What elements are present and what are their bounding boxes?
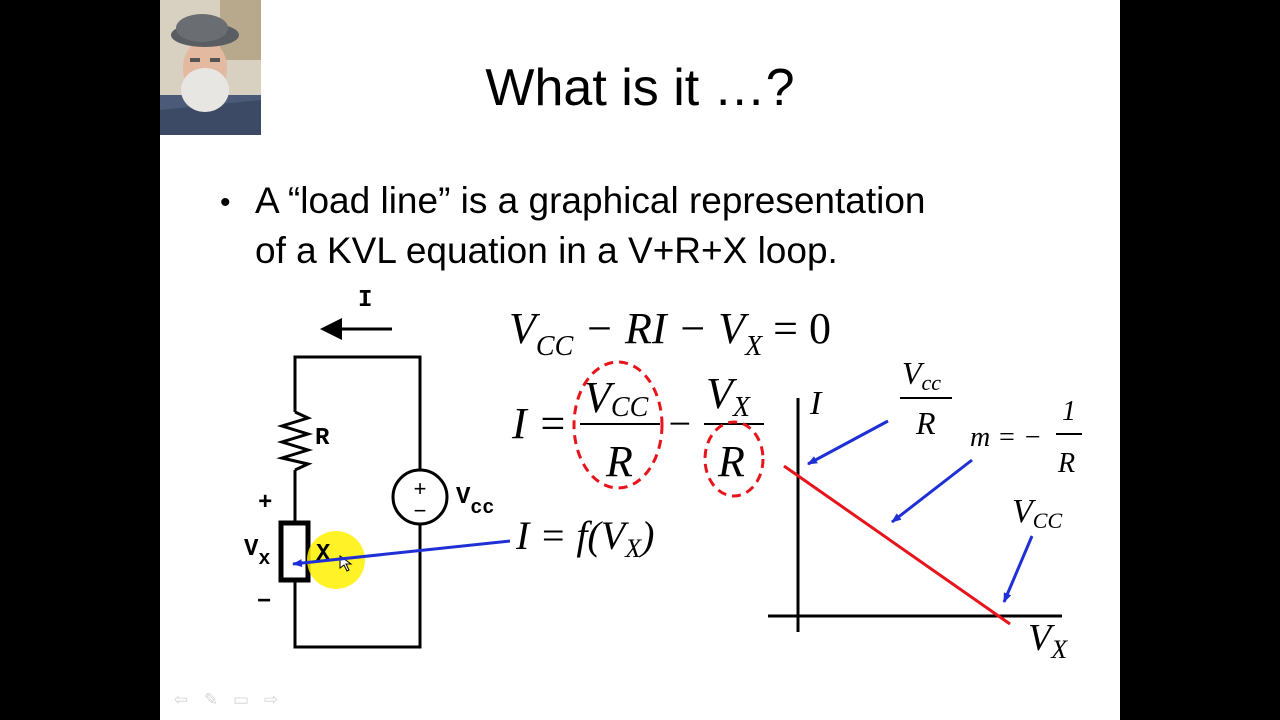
- kvl-v2: V: [718, 304, 750, 353]
- slide-title: What is it …?: [485, 59, 795, 117]
- arrow-to-y-intercept: [807, 419, 889, 466]
- arrow-to-x-intercept: [1002, 535, 1034, 603]
- source-minus-sign: −: [414, 498, 427, 523]
- load-line-graph: I VX Vcc R m = − 1 R VCC: [768, 355, 1082, 664]
- circuit: I R + − Vcc + − Vx X: [244, 287, 494, 649]
- slope-lhs: m = −: [970, 422, 1042, 453]
- func-close: ): [639, 513, 654, 558]
- bullet-text-line2: of a KVL equation in a V+R+X loop.: [255, 230, 838, 271]
- kvl-v2-sub: X: [744, 331, 763, 362]
- slope-num: 1: [1062, 396, 1076, 427]
- source-plus-sign: +: [414, 476, 427, 501]
- slope-den: R: [1057, 448, 1075, 479]
- circuit-wire: [293, 355, 422, 478]
- pointer-arrow-to-x: [292, 539, 511, 568]
- current-eq-den2: R: [717, 437, 745, 486]
- kvl-mid: − RI −: [573, 304, 718, 353]
- svg-text:VCC: VCC: [1012, 493, 1062, 533]
- current-arrow: [320, 318, 392, 340]
- current-eq-num1: V: [584, 373, 616, 422]
- kvl-rhs: = 0: [762, 304, 831, 353]
- function-equation: I = f(VX): [515, 513, 654, 563]
- x-intercept-label-sub: CC: [1033, 508, 1063, 533]
- prev-slide-icon[interactable]: ⇦: [173, 690, 189, 709]
- pen-icon[interactable]: ✎: [203, 690, 219, 709]
- slide: What is it …? • A “load line” is a graph…: [160, 0, 1120, 720]
- device-x-label: X: [316, 541, 331, 568]
- svg-text:VCC: VCC: [584, 373, 649, 423]
- vx-minus-polarity: −: [257, 589, 271, 616]
- y-intercept-num: V: [902, 355, 925, 391]
- device-x-symbol: [278, 520, 311, 583]
- x-axis-label-sub: X: [1050, 635, 1068, 664]
- vx-plus-polarity: +: [258, 490, 272, 517]
- current-eq-minus: −: [666, 401, 693, 446]
- current-eq-lhs: I =: [511, 399, 567, 448]
- svg-text:Vcc: Vcc: [456, 484, 494, 520]
- current-eq-num2: V: [706, 369, 738, 418]
- menu-icon[interactable]: ▭: [232, 690, 250, 709]
- circuit-wire-bottom: [293, 524, 422, 649]
- y-axis-label: I: [809, 385, 823, 422]
- source-label: V: [456, 484, 471, 511]
- voltage-source-symbol: [391, 468, 449, 526]
- func-lhs: I = f(: [515, 513, 603, 558]
- bullet-text-line1: A “load line” is a graphical representat…: [255, 180, 926, 221]
- svg-text:Vcc: Vcc: [902, 355, 941, 395]
- y-intercept-num-sub: cc: [922, 370, 942, 395]
- svg-text:VCC − RI − VX = 0: VCC − RI − VX = 0: [509, 304, 831, 362]
- svg-text:Vx: Vx: [244, 536, 270, 571]
- resistor-label: R: [315, 425, 330, 452]
- y-intercept-den: R: [915, 405, 936, 441]
- dashed-circle-r: [703, 420, 765, 498]
- current-label: I: [358, 287, 372, 314]
- load-line-diagram: I R + − Vcc + − Vx X: [244, 287, 1082, 664]
- svg-text:VX: VX: [1028, 617, 1068, 664]
- next-slide-icon[interactable]: ⇨: [263, 690, 279, 709]
- current-eq-den1: R: [605, 437, 633, 486]
- bullet-marker: •: [220, 186, 231, 219]
- kvl-equation: VCC − RI − VX = 0: [509, 304, 831, 362]
- x-axis-label: V: [1028, 617, 1055, 659]
- func-v-sub: X: [624, 534, 642, 563]
- current-eq-num1-sub: CC: [611, 392, 649, 423]
- kvl-v1: V: [509, 304, 541, 353]
- svg-text:VX: VX: [706, 369, 751, 423]
- current-eq-num2-sub: X: [732, 392, 751, 423]
- vx-label: V: [244, 536, 259, 563]
- slideshow-nav: ⇦ ✎ ▭ ⇨: [170, 690, 282, 710]
- dashed-circle-vcc-over-r: [572, 360, 664, 490]
- svg-text:I = f(VX): I = f(VX): [515, 513, 654, 563]
- kvl-v1-sub: CC: [536, 331, 574, 362]
- presenter-webcam: [160, 0, 261, 135]
- source-label-sub: cc: [470, 497, 494, 520]
- load-line: [783, 464, 1011, 626]
- current-equation: I = VCC R − VX R: [511, 360, 765, 498]
- arrow-to-slope: [891, 458, 973, 524]
- resistor-symbol: [276, 410, 314, 472]
- vx-label-sub: x: [258, 548, 270, 571]
- func-v: V: [601, 513, 630, 558]
